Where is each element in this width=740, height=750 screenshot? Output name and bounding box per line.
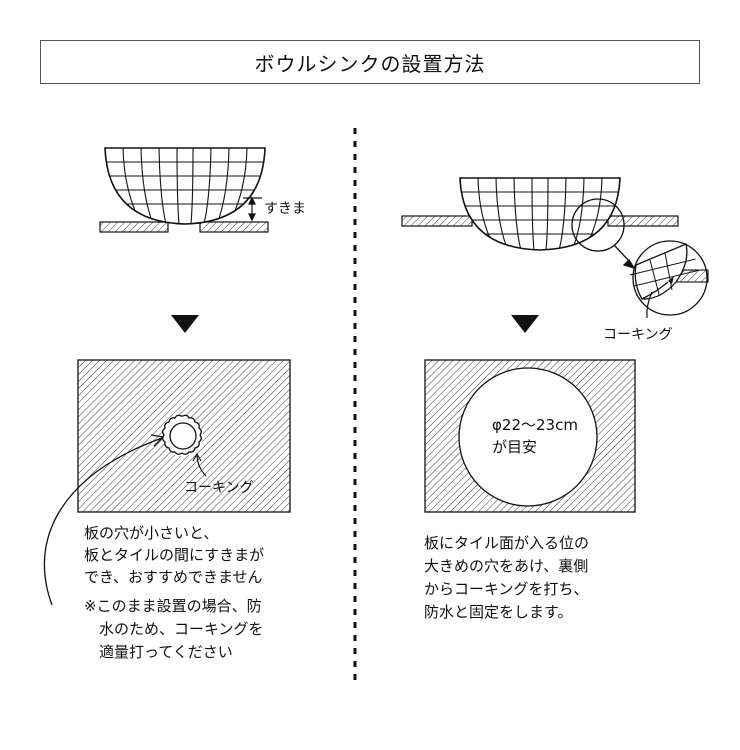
right-note-line: 板にタイル面が入る位の bbox=[424, 534, 590, 552]
left-counter-board bbox=[99, 221, 269, 233]
left-note-line: 板とタイルの間にすきまが bbox=[84, 546, 265, 564]
hole-size-text: φ22～23cm bbox=[492, 416, 578, 434]
left-caulking-label: コーキング bbox=[184, 480, 254, 496]
right-bowl-sink bbox=[459, 177, 621, 251]
left-note-line: でき、おすすめできません bbox=[84, 568, 263, 586]
detail-callout-arrow bbox=[613, 244, 636, 270]
left-note-line: 板の穴が小さいと、 bbox=[84, 524, 219, 542]
small-hole-with-caulking bbox=[162, 414, 203, 456]
left-note-line: 水のため、コーキングを bbox=[84, 620, 264, 638]
left-caulking-pointer bbox=[192, 452, 207, 477]
right-down-triangle bbox=[511, 315, 539, 333]
right-caulking-pointer bbox=[646, 291, 653, 319]
detail-callout-circle bbox=[571, 198, 625, 252]
zoomed-caulking-detail bbox=[629, 240, 709, 316]
left-bowl-sink bbox=[104, 147, 266, 225]
left-note-line: 適量打ってください bbox=[84, 643, 233, 661]
right-note-line: からコーキングを打ち、 bbox=[424, 580, 589, 598]
right-caulking-label: コーキング bbox=[603, 327, 673, 343]
gap-label: すきま bbox=[264, 201, 306, 217]
large-hole bbox=[458, 367, 598, 507]
page-title: ボウルシンクの設置方法 bbox=[40, 40, 700, 84]
hole-guide-text: が目安 bbox=[492, 438, 538, 456]
left-down-triangle bbox=[171, 315, 199, 333]
right-note-line: 大きめの穴をあけ、裏側 bbox=[424, 557, 589, 575]
right-note-line: 防水と固定をします。 bbox=[424, 603, 573, 621]
left-curved-arrow bbox=[43, 434, 165, 606]
left-note-line: ※このまま設置の場合、防 bbox=[84, 597, 262, 615]
gap-dimension-marker bbox=[243, 196, 262, 222]
